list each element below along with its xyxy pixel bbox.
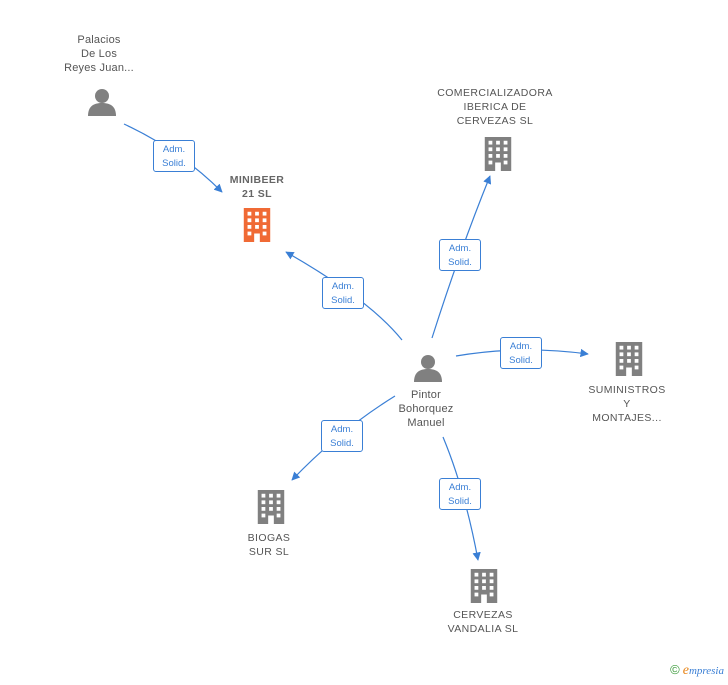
badge-role-line: Solid. — [448, 496, 472, 507]
badge-role-line: Solid. — [330, 438, 354, 449]
badge-role-line: Adm. — [448, 243, 472, 254]
badge-role-line: Solid. — [162, 158, 186, 169]
brand-name: mpresia — [688, 665, 724, 677]
badge-role-line: Solid. — [448, 257, 472, 268]
node-label-biogas[interactable]: BIOGAS SUR SL — [247, 532, 291, 558]
badge-role-line: Adm. — [448, 482, 472, 493]
building-icon[interactable] — [615, 342, 643, 376]
brand-logo[interactable]: ©empresia — [670, 662, 724, 679]
node-label-cervezas[interactable]: CERVEZAS VANDALIA SL — [447, 609, 519, 635]
badge-role-line: Adm. — [509, 341, 533, 352]
person-icon[interactable] — [88, 89, 116, 116]
node-label-suministros[interactable]: SUMINISTROS Y MONTAJES... — [588, 384, 666, 424]
edge-badge-pintor-comercializadora[interactable]: Adm. Solid. — [439, 239, 481, 271]
building-icon[interactable] — [257, 490, 285, 524]
badge-role-line: Solid. — [331, 295, 355, 306]
node-label-palacios[interactable]: Palacios De Los Reyes Juan... — [64, 34, 134, 74]
edge-badge-pintor-suministros[interactable]: Adm. Solid. — [500, 337, 542, 369]
edge-badge-pintor-minibeer[interactable]: Adm. Solid. — [322, 277, 364, 309]
badge-role-line: Adm. — [162, 144, 186, 155]
building-icon[interactable] — [470, 569, 498, 603]
edge-badge-pintor-biogas[interactable]: Adm. Solid. — [321, 420, 363, 452]
building-icon[interactable] — [243, 208, 271, 242]
badge-role-line: Adm. — [330, 424, 354, 435]
brand-initial: e — [682, 663, 689, 678]
edge-badge-palacios-minibeer[interactable]: Adm. Solid. — [153, 140, 195, 172]
badge-role-line: Solid. — [509, 355, 533, 366]
node-label-comercializadora[interactable]: COMERCIALIZADORA IBERICA DE CERVEZAS SL — [437, 87, 553, 127]
node-label-pintor[interactable]: Pintor Bohorquez Manuel — [398, 389, 454, 429]
person-icon[interactable] — [414, 355, 442, 382]
badge-role-line: Adm. — [331, 281, 355, 292]
edge-badge-pintor-cervezas[interactable]: Adm. Solid. — [439, 478, 481, 510]
building-icon[interactable] — [484, 137, 512, 171]
copyright-icon: © — [670, 662, 680, 677]
node-label-minibeer[interactable]: MINIBEER 21 SL — [229, 174, 285, 200]
